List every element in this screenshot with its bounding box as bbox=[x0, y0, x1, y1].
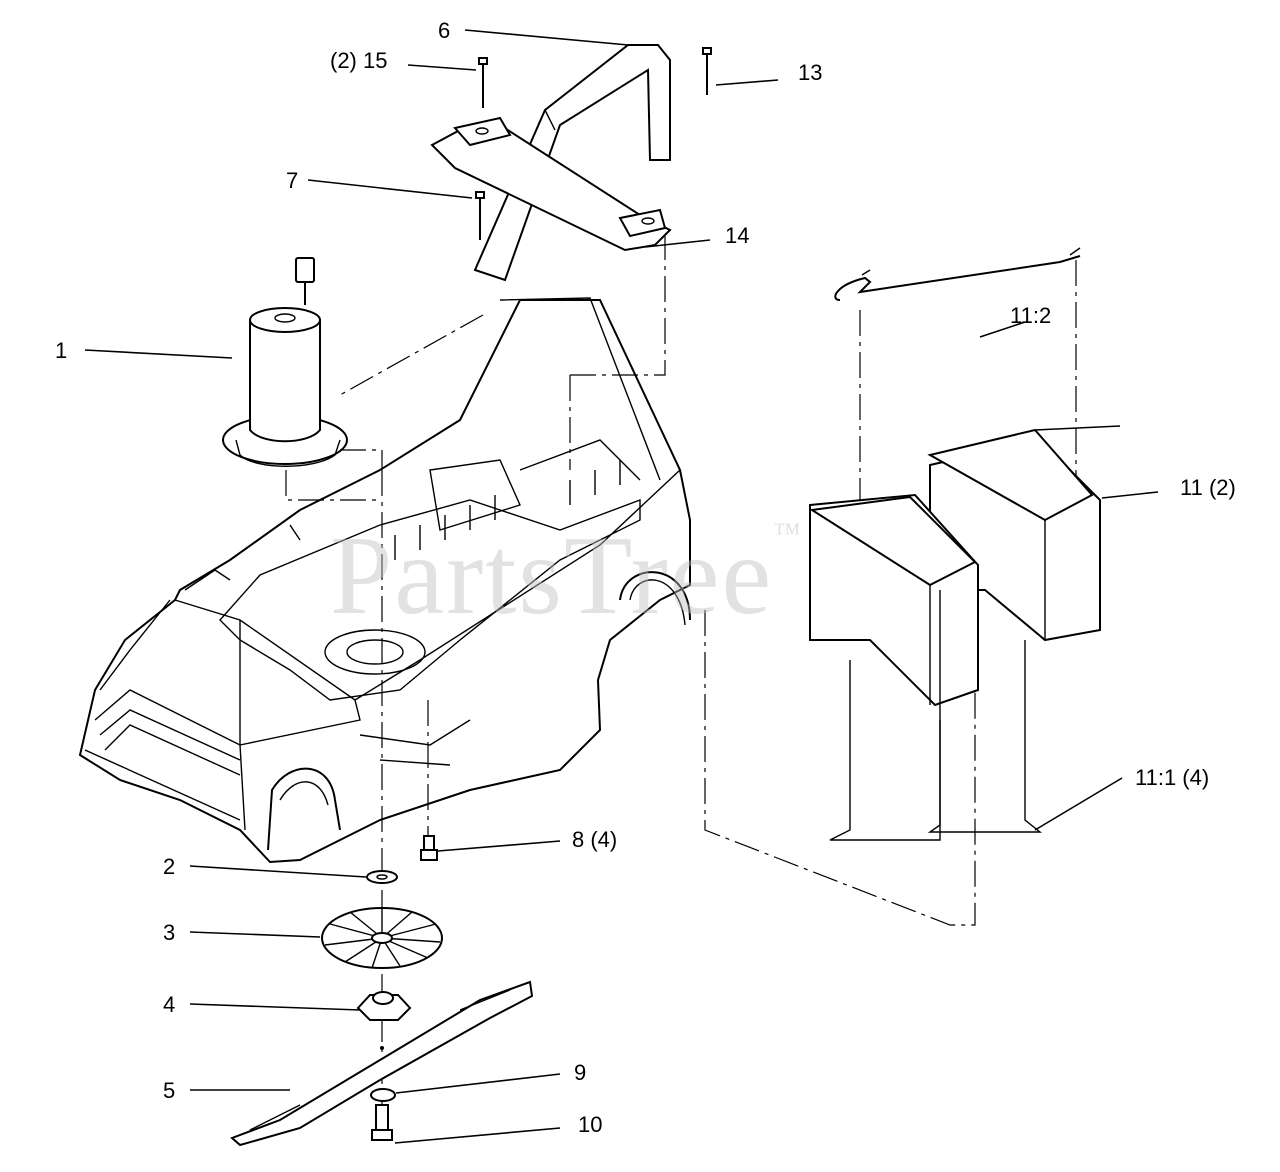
callout-6: 6 bbox=[438, 18, 451, 43]
callout-3: 3 bbox=[163, 920, 176, 945]
battery bbox=[809, 428, 1101, 707]
callout-2: 2 bbox=[163, 854, 176, 879]
callout-10: 10 bbox=[578, 1112, 603, 1137]
battery-jumper-cable bbox=[834, 247, 1081, 301]
leader-lines bbox=[84, 29, 1159, 1144]
screw-short bbox=[478, 57, 488, 108]
blade-adapter bbox=[356, 991, 412, 1021]
battery-spacer bbox=[829, 590, 1042, 841]
assembly-lines bbox=[285, 230, 1077, 926]
callout-9: 9 bbox=[574, 1060, 587, 1085]
cross-bracket bbox=[430, 116, 672, 252]
bolt bbox=[420, 835, 438, 861]
callout-11: 11 (2) bbox=[1180, 475, 1236, 500]
callout-13: 13 bbox=[798, 60, 823, 85]
motor bbox=[222, 257, 348, 467]
callout-8: 8 (4) bbox=[572, 827, 618, 852]
deck-housing bbox=[78, 297, 691, 864]
callout-4: 4 bbox=[163, 992, 176, 1017]
watermark: PartsTree™ bbox=[330, 514, 803, 638]
callout-1: 1 bbox=[55, 338, 68, 363]
callout-5: 5 bbox=[163, 1078, 176, 1103]
callout-15: (2) 15 bbox=[330, 48, 388, 73]
screw bbox=[475, 191, 485, 240]
lock-washer bbox=[370, 1088, 396, 1102]
screw-long bbox=[702, 47, 712, 95]
blade-bolt bbox=[371, 1104, 393, 1141]
callout-11-1: 11:1 (4) bbox=[1135, 765, 1210, 790]
callout-7: 7 bbox=[286, 168, 299, 193]
washer bbox=[366, 870, 398, 884]
fan-impeller bbox=[321, 907, 443, 969]
callout-11-2: 11:2 bbox=[1010, 303, 1052, 328]
callout-14: 14 bbox=[725, 223, 750, 248]
blade bbox=[230, 980, 534, 1147]
